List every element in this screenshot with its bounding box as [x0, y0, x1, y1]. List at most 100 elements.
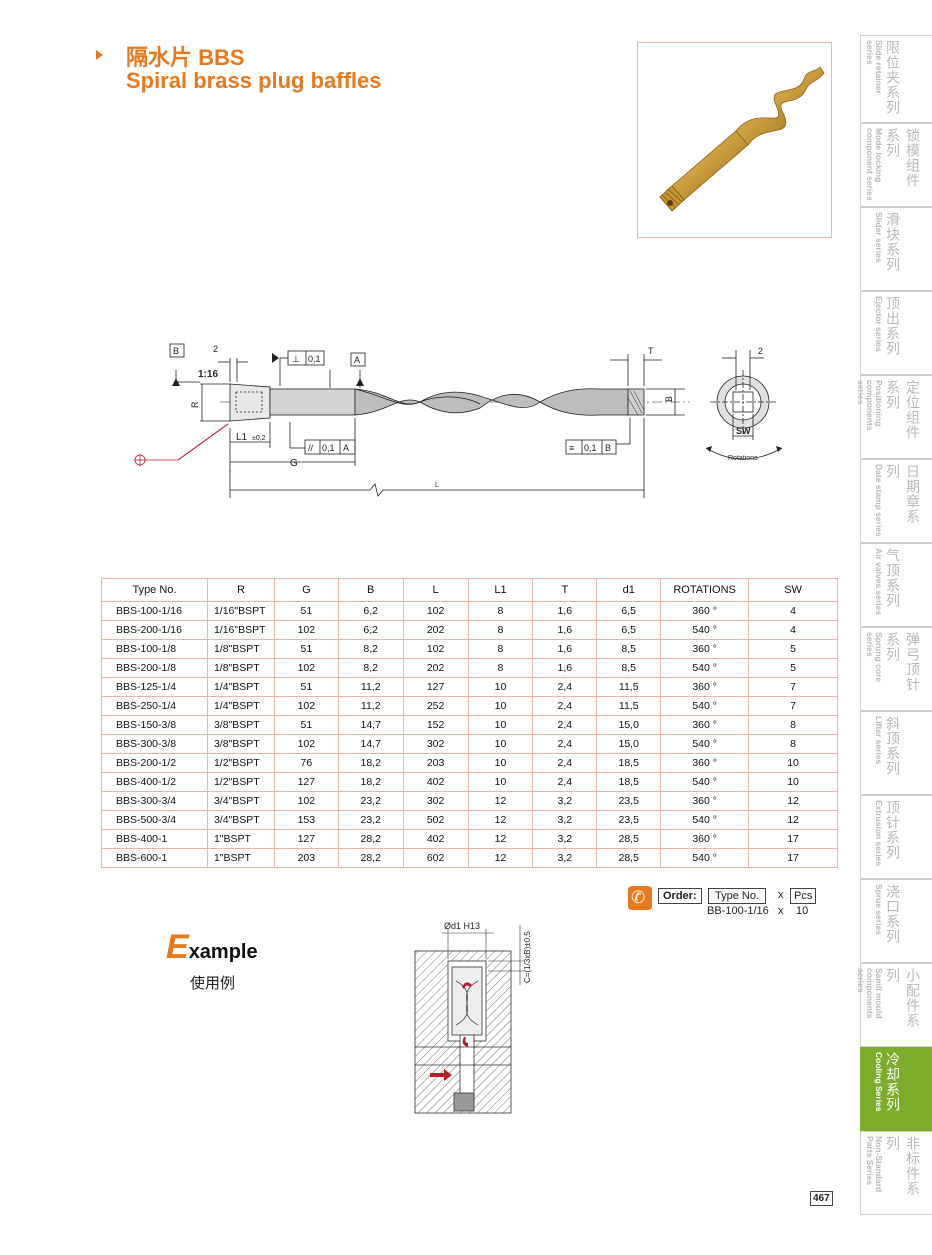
cell: 102 [273, 658, 339, 678]
cell: 402 [402, 772, 469, 792]
cell: 360 ° [660, 829, 750, 849]
sym-ref-label: B [605, 443, 611, 453]
cell: 1/16"BSPT [206, 601, 275, 621]
cell: BBS-200-1/2 [101, 753, 208, 773]
cell: BBS-400-1/2 [101, 772, 208, 792]
cell: 8,5 [596, 639, 662, 659]
cell: BBS-100-1/16 [101, 601, 208, 621]
tab-en-label: Slide retainer series [865, 40, 884, 94]
tab-en-label: Slider series [874, 212, 884, 263]
cell: BBS-250-1/4 [101, 696, 208, 716]
cell: 10 [748, 772, 838, 792]
cell: 102 [273, 696, 339, 716]
phone-icon: ✆ [628, 886, 652, 910]
cell: 23,2 [337, 791, 404, 811]
th-type: Type No. [101, 578, 208, 602]
cell: 1,6 [532, 601, 598, 621]
cell: 3/4"BSPT [206, 791, 275, 811]
l-label: L [435, 482, 439, 489]
t-label: T [648, 346, 654, 356]
cell: 76 [273, 753, 339, 773]
perp-symbol-icon: ⊥ [292, 354, 300, 364]
tab-cn-label: 顶出系列 [885, 296, 901, 356]
tab-en-label: Ejector series [874, 296, 884, 352]
cell: 302 [402, 791, 469, 811]
cell: 3/4"BSPT [206, 810, 275, 830]
order-example-qty: 10 [796, 905, 809, 917]
tab-en-label: Sprung core series [865, 632, 884, 683]
cell: 4 [748, 620, 838, 640]
cell: 7 [748, 677, 838, 697]
example-drawing: Ød1 H13 C=(1/3xB)±0,5 [414, 921, 532, 1114]
th-b: B [337, 578, 404, 602]
cell: 2,4 [532, 696, 598, 716]
cell: 1,6 [532, 639, 598, 659]
th-r: R [206, 578, 275, 602]
cell: 1/2"BSPT [206, 753, 275, 773]
tab-cn-label: 浇口系列 [885, 884, 901, 944]
cell: 12 [467, 810, 534, 830]
cell: 360 ° [660, 601, 750, 621]
tab-en-label: Positioning components series [856, 380, 884, 431]
tab-en-label: Lifter series [874, 716, 884, 765]
cell: 402 [402, 829, 469, 849]
cell: 102 [402, 601, 469, 621]
cell: 12 [467, 848, 534, 868]
cell: 28,5 [596, 848, 662, 868]
cell: 602 [402, 848, 469, 868]
cell: 28,2 [337, 848, 404, 868]
cell: 18,5 [596, 772, 662, 792]
cell: 18,2 [337, 753, 404, 773]
order-block: ✆ Order: Type No. x Pcs BB-100-1/16 x 10 [628, 886, 828, 926]
cell: 4 [748, 601, 838, 621]
tab-cn-label: 日期章系列 [885, 464, 921, 524]
cell: 360 ° [660, 791, 750, 811]
cell: BBS-400-1 [101, 829, 208, 849]
cell: 51 [273, 639, 339, 659]
cell: 18,2 [337, 772, 404, 792]
cell: 1/4"BSPT [206, 677, 275, 697]
tab-cn-label: 气顶系列 [885, 548, 901, 608]
sw-label: SW [736, 426, 751, 436]
cell: 2,4 [532, 753, 598, 773]
symmetry-symbol-icon: ≡ [569, 443, 574, 453]
cell: 1,6 [532, 658, 598, 678]
cell: 3/8"BSPT [206, 734, 275, 754]
cell: 8,2 [337, 658, 404, 678]
cell: 102 [273, 791, 339, 811]
tab-cn-label: 定位组件系列 [885, 380, 921, 440]
cell: BBS-300-3/4 [101, 791, 208, 811]
cell: 10 [467, 753, 534, 773]
l1-label: L1 [236, 432, 248, 443]
tab-cn-label: 斜顶系列 [885, 716, 901, 776]
cell: 10 [467, 715, 534, 735]
cell: 5 [748, 658, 838, 678]
cell: 2,4 [532, 715, 598, 735]
cell: 11,5 [596, 696, 662, 716]
cell: 502 [402, 810, 469, 830]
cell: 8 [748, 734, 838, 754]
th-rotations: ROTATIONS [660, 578, 750, 602]
tab-en-label: Mode locking component series [865, 128, 884, 201]
dim-2-label: 2 [213, 344, 218, 354]
th-l1: L1 [467, 578, 534, 602]
